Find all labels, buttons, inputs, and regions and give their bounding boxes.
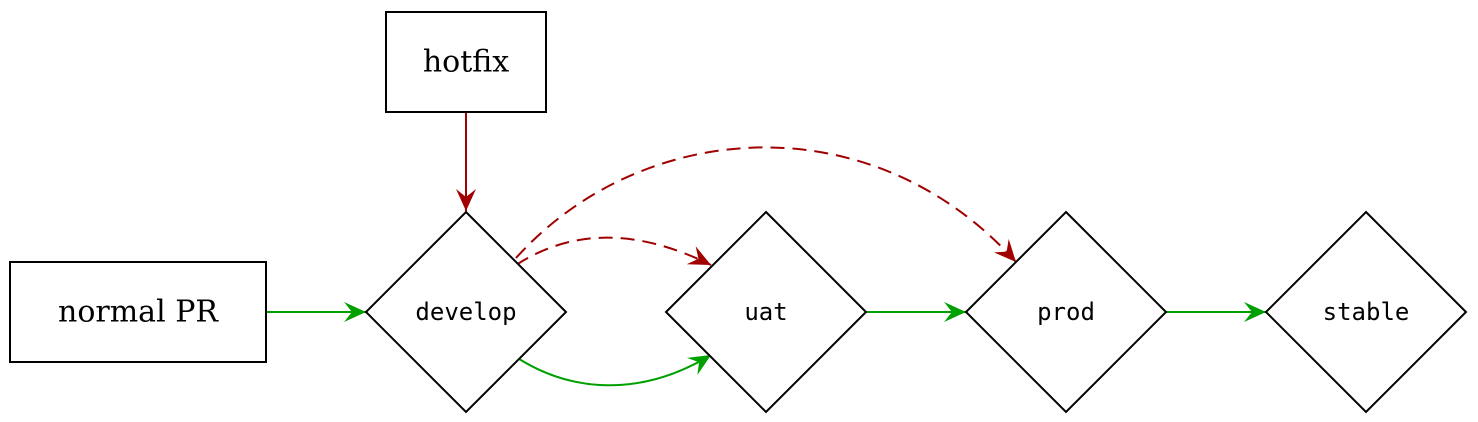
uat-label: uat: [744, 298, 787, 326]
edge-develop-to-uat-solid: [515, 354, 712, 387]
node-stable: stable: [1264, 210, 1468, 414]
hotfix-label: hotfix: [423, 45, 509, 80]
stable-label: stable: [1323, 298, 1410, 326]
edge-develop-to-uat-dashed: [515, 236, 712, 266]
node-uat: uat: [664, 210, 868, 414]
uat-diamond: [664, 210, 868, 414]
develop-label: develop: [415, 298, 516, 326]
prod-label: prod: [1037, 298, 1095, 326]
node-prod: prod: [964, 210, 1168, 414]
hotfix-box: [385, 11, 547, 113]
edges: [266, 112, 1266, 387]
prod-diamond: [964, 210, 1168, 414]
normal-pr-box: [9, 261, 267, 363]
node-hotfix: hotfix: [385, 11, 547, 113]
stable-diamond: [1264, 210, 1468, 414]
edge-develop-to-prod-dashed: [515, 146, 1017, 263]
develop-diamond: [364, 210, 568, 414]
node-normal-pr: normal PR: [9, 261, 267, 363]
node-develop: develop: [364, 210, 568, 414]
normal-pr-label: normal PR: [58, 295, 219, 330]
